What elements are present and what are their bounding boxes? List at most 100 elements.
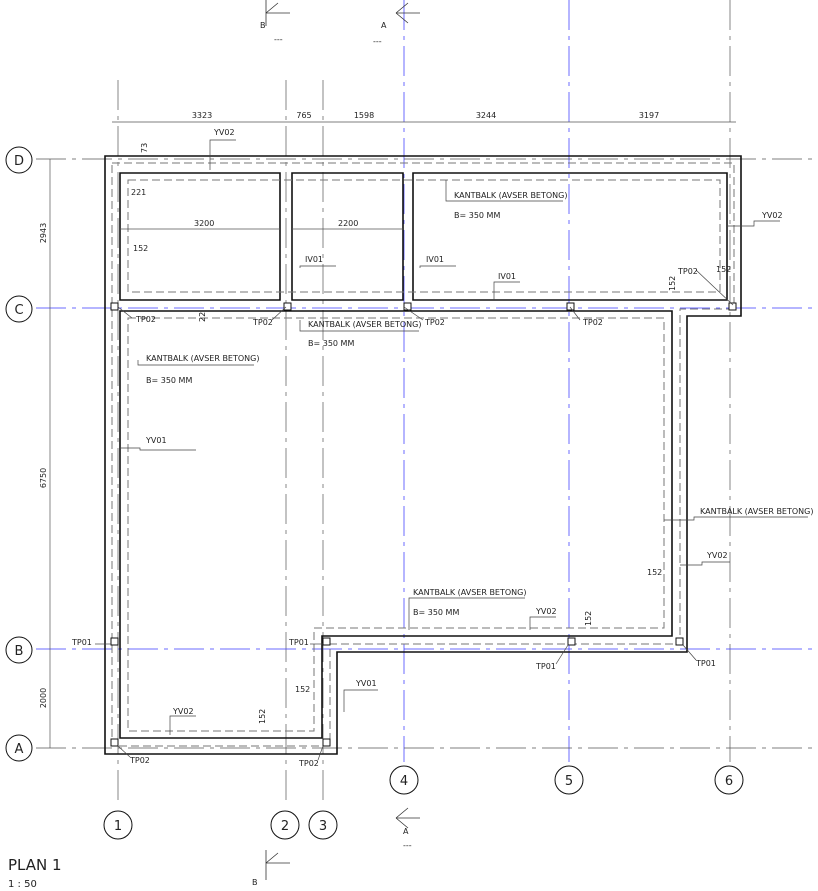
section-marker-bottom-a: A --- [395, 807, 420, 850]
room-top-left [119, 172, 281, 301]
beam-outline-outer [111, 162, 735, 747]
grid-bubble-a: A [5, 734, 33, 762]
dim-3197: 3197 [639, 111, 659, 120]
label-iv01: IV01 [498, 272, 516, 281]
dim-3323: 3323 [192, 111, 212, 120]
leader-lines [95, 139, 808, 761]
section-label: A [403, 827, 409, 836]
grid-label: A [15, 742, 24, 757]
grid-label: 4 [400, 774, 408, 789]
post-tp01 [110, 637, 119, 646]
main-room [119, 310, 673, 739]
post-tp02 [566, 302, 575, 311]
label-tp01: TP01 [288, 638, 309, 647]
label-tp02: TP02 [582, 318, 603, 327]
room-top-middle [291, 172, 404, 301]
grid-bubble-b: B [5, 636, 33, 664]
beam-outline-main [127, 317, 665, 732]
section-marker-bottom-b: B [252, 850, 290, 887]
dim-152: 152 [258, 709, 267, 724]
section-ref: --- [403, 841, 412, 850]
label-beam-width: B= 350 MM [413, 608, 459, 617]
drawing-scale: 1 : 50 [8, 879, 37, 890]
dimension-left: 2943 6750 2000 [39, 223, 48, 708]
dim-3244: 3244 [476, 111, 496, 120]
label-iv01: IV01 [305, 255, 323, 264]
grid-bubble-d: D [5, 146, 33, 174]
dim-152: 152 [716, 265, 731, 274]
dim-152: 152 [133, 244, 148, 253]
grid-label: 5 [565, 774, 573, 789]
grid-bubble-1: 1 [103, 810, 133, 840]
dim-2943: 2943 [39, 223, 48, 243]
label-iv01: IV01 [426, 255, 444, 264]
label-yv01: YV01 [145, 436, 167, 445]
dim-765: 765 [296, 111, 311, 120]
label-kantbalk: KANTBALK (AVSER BETONG) [454, 191, 567, 200]
label-beam-width: B= 350 MM [308, 339, 354, 348]
grid-label: 1 [114, 819, 122, 834]
dim-2200: 2200 [338, 219, 358, 228]
section-label: B [260, 21, 266, 30]
dim-73: 73 [140, 143, 149, 153]
section-marker-top-a: A --- [373, 2, 420, 46]
label-tp02: TP02 [298, 759, 319, 768]
grid-bubbles: D C B A 1 2 3 4 5 6 [5, 146, 744, 840]
label-yv02: YV02 [761, 211, 783, 220]
grid-bubble-c: C [5, 295, 33, 323]
label-tp02: TP02 [135, 315, 156, 324]
dim-152: 152 [295, 685, 310, 694]
outer-wall [104, 155, 742, 755]
label-yv02: YV02 [213, 128, 235, 137]
posts [110, 302, 737, 747]
dimension-lines [49, 121, 736, 748]
post-tp02 [728, 302, 737, 311]
grid-label: D [14, 154, 24, 169]
section-ref: --- [373, 37, 382, 46]
section-label: B [252, 878, 258, 887]
label-tp01: TP01 [535, 662, 556, 671]
grid-bubble-4: 4 [389, 765, 419, 795]
post-tp02 [110, 738, 119, 747]
grid-lines [36, 0, 818, 805]
label-beam-width: B= 350 MM [146, 376, 192, 385]
foundation-walls [104, 155, 742, 755]
dim-152: 152 [668, 276, 677, 291]
grid-label: 2 [281, 819, 289, 834]
dim-152: 152 [647, 568, 662, 577]
dim-152: 152 [584, 611, 593, 626]
section-marker-top-b: B --- [260, 0, 290, 44]
label-kantbalk: KANTBALK (AVSER BETONG) [700, 507, 813, 516]
grid-label: 6 [725, 774, 733, 789]
dim-2000: 2000 [39, 688, 48, 708]
post-tp02 [403, 302, 412, 311]
post-tp01 [675, 637, 684, 646]
section-ref: --- [274, 35, 283, 44]
label-yv02: YV02 [535, 607, 557, 616]
section-label: A [381, 21, 387, 30]
post-tp01 [322, 637, 331, 646]
dim-3200: 3200 [194, 219, 214, 228]
grid-bubble-3: 3 [308, 810, 338, 840]
dim-221: 221 [131, 188, 146, 197]
section-markers: B --- A --- A --- B [252, 0, 420, 887]
label-yv02: YV02 [172, 707, 194, 716]
label-kantbalk: KANTBALK (AVSER BETONG) [308, 320, 421, 329]
post-tp02 [110, 302, 119, 311]
label-yv01: YV01 [355, 679, 377, 688]
drawing-title: PLAN 1 [8, 856, 62, 874]
annotations: YV02 73 221 3200 2200 152 IV01 IV01 KANT… [71, 128, 813, 768]
dim-22: 22 [198, 312, 207, 322]
post-tp02 [283, 302, 292, 311]
grid-label: B [15, 644, 24, 659]
label-kantbalk: KANTBALK (AVSER BETONG) [413, 588, 526, 597]
label-tp02: TP02 [424, 318, 445, 327]
post-tp01 [567, 637, 576, 646]
label-tp02: TP02 [252, 318, 273, 327]
grid-bubble-2: 2 [270, 810, 300, 840]
dimension-top: 3323 765 1598 3244 3197 [192, 111, 659, 120]
grid-bubble-6: 6 [714, 765, 744, 795]
grid-label: C [14, 303, 23, 318]
room-top-right [412, 172, 728, 301]
